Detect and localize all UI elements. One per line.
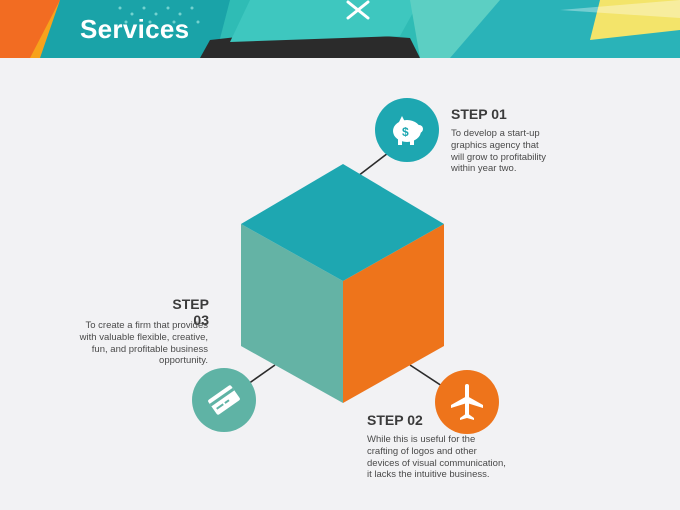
airplane-icon [451,384,483,420]
step-02-circle [435,370,499,434]
step-01-description: To develop a start-up graphics agency th… [451,128,546,175]
credit-card-icon [208,385,240,415]
services-diagram [0,58,680,510]
step-03-line: opportunity. [159,355,208,367]
cube-right-face [343,224,444,403]
step-01-line: will grow to profitability [451,151,547,163]
cube-graphic [241,149,444,403]
cube-top-face [241,164,444,281]
banner-art [0,0,680,58]
step-01-line: To develop a start-up [451,128,540,139]
step-03-circle [192,368,256,432]
step-01-line: within year two. [451,163,517,175]
header-banner: Services [0,0,680,58]
step-03-description: To create a firm that provides with valu… [40,320,208,367]
page-title: Services [80,14,190,44]
piggy-bank-icon: $ [393,116,423,145]
cube-left-face [241,224,343,403]
step-02-line: devices of visual communication, [367,457,506,469]
step-03-title: STEP 03 [172,296,209,328]
step-03-line: To create a firm that provides [85,320,209,331]
step-03-line: with valuable flexible, creative, [79,331,208,343]
connector-step-03 [247,364,276,385]
step-01-circle: $ [375,98,439,162]
step-02-description: While this is useful for the crafting of… [367,434,506,481]
step-01-line: graphics agency that [451,139,539,151]
svg-text:$: $ [402,125,409,139]
step-02-line: While this is useful for the [367,434,476,445]
step-02-line: crafting of logos and other [367,445,477,457]
step-02-line: it lacks the intuitive business. [367,469,490,481]
step-03-line: fun, and profitable business [91,343,208,355]
connector-step-02 [409,364,443,387]
step-02-title: STEP 02 [367,412,423,428]
step-01-title: STEP 01 [451,106,507,122]
